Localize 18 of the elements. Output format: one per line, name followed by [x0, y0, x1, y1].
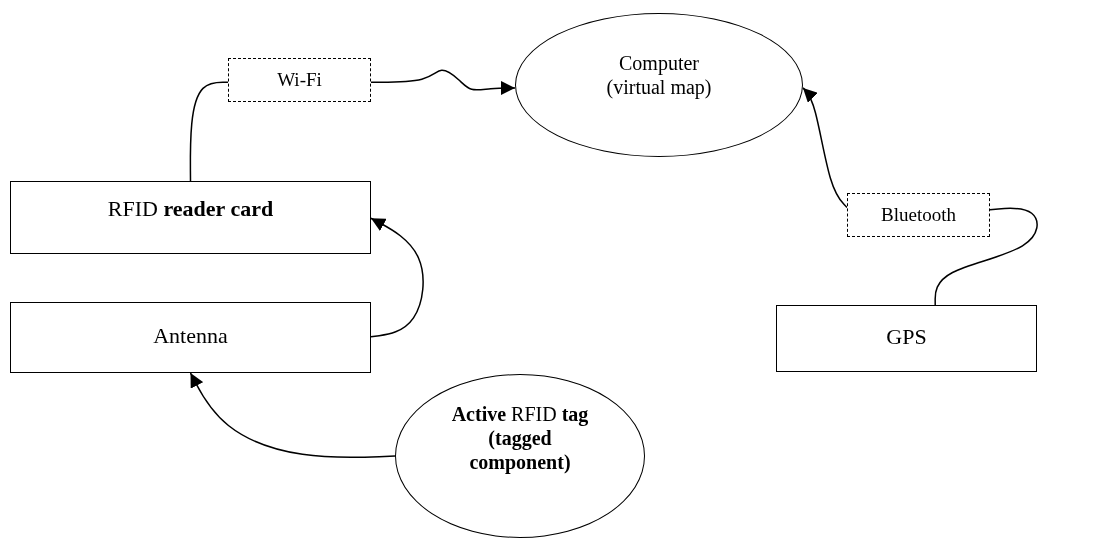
process-box [10, 181, 371, 254]
wifi-box [228, 58, 371, 102]
node-label: Computer (virtual map) [605, 51, 713, 99]
arrow [802, 87, 848, 209]
node-label: Wi-Fi [277, 69, 322, 92]
node-label: Antenna [153, 323, 228, 350]
arrow [189, 372, 396, 459]
bluetooth-box [847, 193, 990, 237]
node-label: Active RFID tag (tagged component) [450, 402, 590, 474]
connector-line [189, 81, 229, 182]
node-label: Bluetooth [881, 204, 956, 227]
node-label: RFID reader card [107, 196, 274, 223]
arrow [370, 217, 424, 338]
node-label: GPS [886, 324, 927, 351]
process-box [10, 302, 371, 373]
process-box [776, 305, 1037, 372]
arrow [370, 69, 516, 95]
connector-line [934, 207, 1038, 306]
